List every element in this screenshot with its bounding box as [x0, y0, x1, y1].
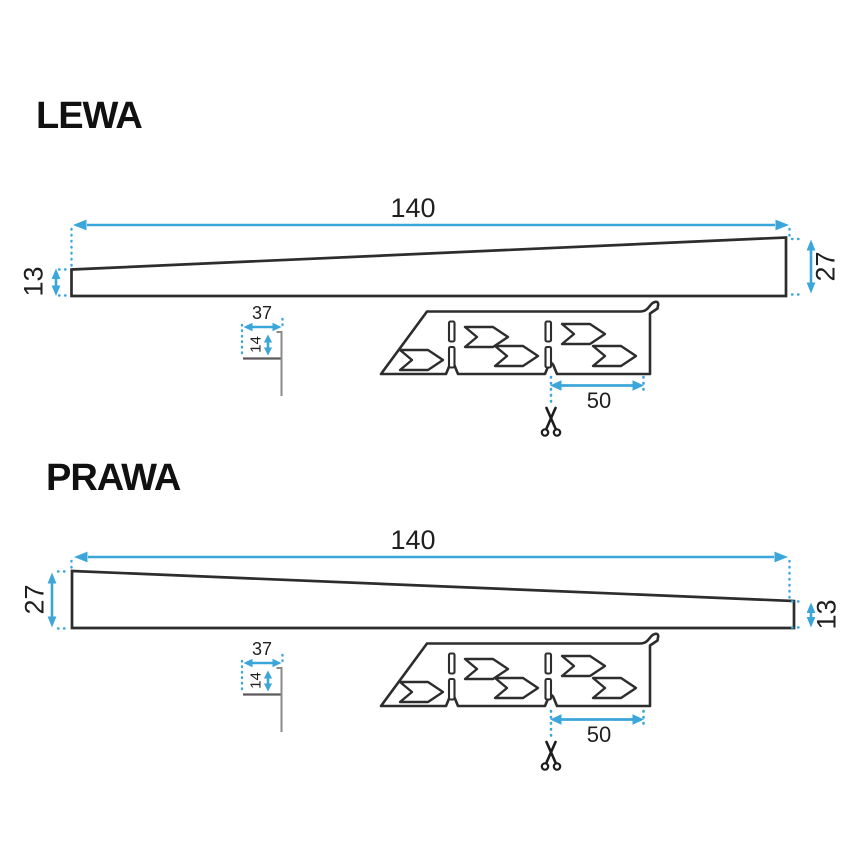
prawa-left-height-label: 27	[19, 584, 50, 615]
lewa-cut-segment-label: 50	[586, 388, 612, 413]
lewa-title: LEWA	[36, 95, 143, 137]
lewa-length-label: 140	[390, 193, 436, 223]
prawa-length-dimension	[70, 551, 791, 600]
prawa-right-height-dimension	[790, 600, 816, 629]
lewa-wedge-profile	[70, 236, 788, 298]
prawa-bracket-width-label: 37	[251, 639, 273, 659]
prawa-length-label: 140	[390, 525, 436, 555]
prawa-drawing	[47, 551, 816, 771]
lewa-length-dimension	[70, 219, 791, 268]
lewa-right-height-label: 27	[810, 251, 841, 282]
lewa-bracket-height-label: 14	[247, 336, 265, 353]
prawa-bracket-height-label: 14	[247, 672, 265, 689]
prawa-wedge-profile	[70, 569, 796, 630]
lewa-left-height-dimension	[51, 268, 72, 297]
lewa-drawing	[51, 219, 816, 437]
prawa-right-height-label: 13	[811, 599, 842, 630]
prawa-title: PRAWA	[46, 457, 181, 499]
prawa-left-height-dimension	[47, 570, 71, 630]
prawa-cut-segment-label: 50	[586, 722, 612, 747]
lewa-left-height-label: 13	[18, 266, 49, 297]
lewa-right-height-dimension	[790, 237, 816, 296]
lewa-bracket-width-label: 37	[251, 303, 273, 323]
